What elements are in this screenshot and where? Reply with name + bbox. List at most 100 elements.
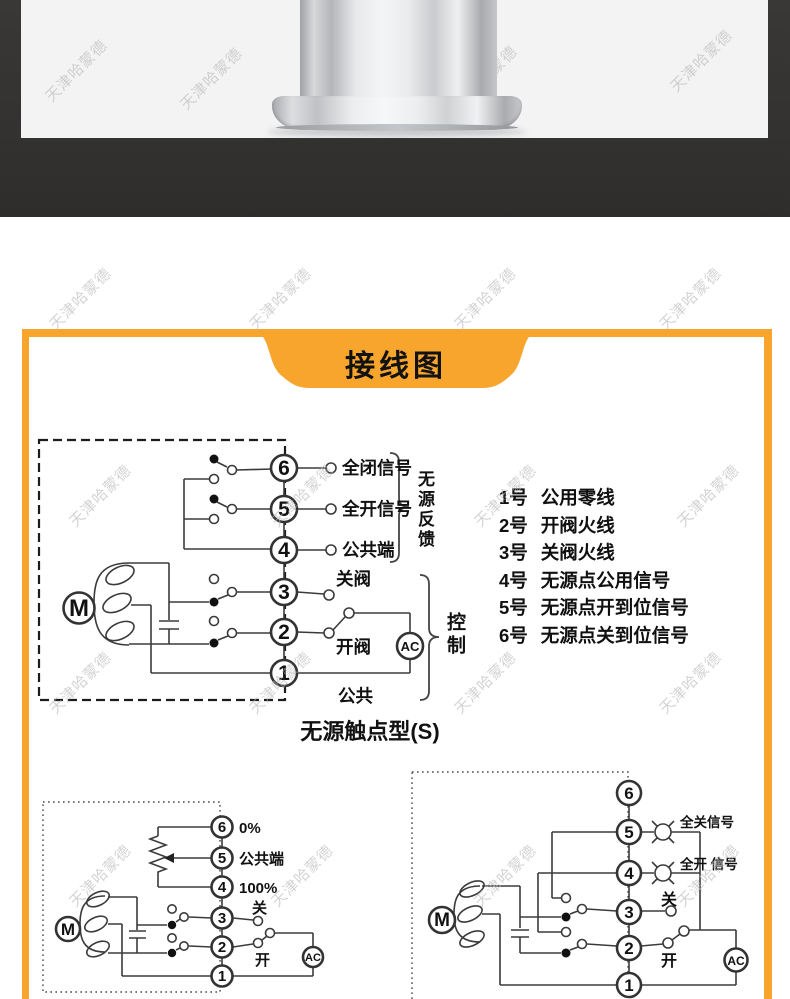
label-100-percent: 100% — [239, 880, 277, 897]
legend-number: 4号 — [499, 569, 528, 591]
label-full-open-signal: 全开 信号 — [679, 856, 738, 872]
watermark: 天津哈蒙德 — [46, 264, 116, 334]
feedback-brace — [389, 452, 410, 563]
cam-contact-open — [560, 926, 572, 938]
close-contact — [665, 905, 677, 917]
signal-terminal — [325, 462, 337, 474]
watermark: 天津哈蒙德 — [451, 264, 521, 334]
legend-item: 4号无源点公用信号 — [499, 567, 689, 595]
cam-contact-open — [208, 513, 220, 525]
open-contact — [662, 937, 674, 949]
diagram-caption: 无源触点型(S) — [300, 719, 440, 744]
legend-number: 2号 — [499, 514, 528, 536]
terminal-number: 1 — [278, 662, 290, 685]
legend-text: 无源点开到位信号 — [540, 597, 689, 619]
product-steel-body — [300, 0, 497, 104]
frame-border-right — [764, 329, 772, 999]
terminal-number: 5 — [624, 823, 633, 842]
cam-contact-open — [167, 903, 178, 914]
motor-symbol — [62, 591, 96, 625]
ac-label: AC — [401, 639, 420, 654]
left-wires — [42, 801, 314, 993]
legend-item: 3号关阀火线 — [499, 539, 689, 567]
label-close: 关 — [252, 899, 267, 917]
label-open-valve: 开阀 — [336, 637, 371, 657]
legend-number: 3号 — [499, 542, 528, 564]
legend-item: 5号无源点开到位信号 — [499, 594, 689, 622]
banner-tab — [250, 330, 542, 388]
cam-contact-closed — [167, 920, 177, 930]
terminal-number: 3 — [218, 910, 226, 927]
label-full-close-signal: 全关信号 — [679, 814, 734, 830]
watermark: 天津哈蒙德 — [667, 26, 737, 96]
close-contact — [252, 915, 264, 927]
terminal-number: 6 — [218, 819, 226, 836]
terminal-number: 3 — [624, 903, 633, 922]
open-contact — [252, 937, 264, 949]
cam-contact-closed — [561, 912, 571, 922]
motor-label: M — [61, 920, 75, 939]
label-close-valve: 关阀 — [336, 569, 371, 589]
label-0-percent: 0% — [239, 820, 261, 837]
control-brace — [419, 574, 440, 701]
signal-terminal — [325, 544, 337, 556]
cam-contact-closed — [209, 454, 219, 464]
control-brace-label: 控制 — [444, 612, 465, 658]
watermark: 天津哈蒙德 — [246, 264, 316, 334]
product-steel-rim — [276, 124, 518, 131]
selector-pivot — [264, 927, 276, 939]
ac-source-symbol — [395, 631, 425, 661]
motor-symbol — [54, 915, 82, 943]
cam-contact-closed — [167, 948, 177, 958]
label-common-terminal: 公共端 — [239, 850, 284, 868]
lever-pivot — [576, 938, 588, 950]
motor-coils — [83, 890, 111, 958]
terminal-block: 6 5 4 3 2 1 — [615, 779, 643, 999]
label-full-open-signal: 全开信号 — [341, 499, 412, 519]
ac-label: AC — [305, 952, 321, 964]
legend-number: 6号 — [499, 624, 528, 646]
terminal-number: 5 — [278, 498, 290, 521]
terminal-number: 2 — [218, 939, 226, 956]
main-wiring-diagram: 6 5 4 3 2 1 M AC 全闭信号 全开信号 公共端 关阀 开阀 公共 — [37, 438, 440, 706]
terminal-number: 6 — [278, 457, 290, 480]
cam-contact-closed — [209, 597, 219, 607]
close-contact — [323, 589, 335, 601]
selector-pivot — [678, 925, 690, 937]
legend-item: 1号公用零线 — [499, 484, 689, 512]
cam-contact-open — [208, 573, 220, 585]
lever-pivot — [576, 903, 588, 915]
legend-text: 无源点关到位信号 — [540, 624, 689, 646]
terminal-number: 4 — [624, 864, 634, 883]
feedback-brace-label: 无源反馈 — [415, 470, 434, 550]
cam-contact-closed — [209, 638, 219, 648]
cam-contact-open — [208, 615, 220, 627]
motor-label: M — [69, 595, 89, 622]
label-open: 开 — [255, 952, 270, 969]
terminal-number: 2 — [278, 621, 290, 644]
lever-pivot — [179, 940, 190, 951]
terminal-number: 6 — [624, 784, 633, 803]
wiper-arrow — [164, 853, 174, 863]
terminal-number: 4 — [278, 539, 290, 562]
motor-symbol — [427, 905, 457, 935]
lever-pivot — [226, 586, 238, 598]
product-photo: 天津哈蒙德 天津哈蒙德 天津哈蒙德 天津哈蒙德 天津哈蒙德 — [21, 0, 768, 138]
selector-pivot — [343, 607, 355, 619]
motor-coils — [457, 880, 485, 948]
legend-text: 关阀火线 — [540, 542, 615, 564]
lamp-full-close-icon — [654, 823, 672, 841]
legend-text: 公用零线 — [540, 487, 615, 508]
motor-coils — [102, 564, 135, 642]
legend-number: 1号 — [499, 487, 528, 508]
cam-contact-open — [167, 932, 178, 943]
terminal-legend: 1号公用零线 2号开阀火线 3号关阀火线 4号无源点公用信号 5号无源点开到位信… — [499, 484, 689, 650]
label-common: 公共 — [338, 686, 373, 706]
header-dark-band: 天津哈蒙德 天津哈蒙德 天津哈蒙德 天津哈蒙德 天津哈蒙德 — [0, 0, 790, 217]
cam-contact-closed — [209, 494, 219, 504]
legend-number: 5号 — [499, 597, 528, 619]
lamp-full-open-icon — [654, 864, 672, 882]
terminal-number: 2 — [624, 939, 633, 958]
label-full-close-signal: 全闭信号 — [341, 458, 412, 478]
banner-title: 接线图 — [345, 350, 447, 383]
